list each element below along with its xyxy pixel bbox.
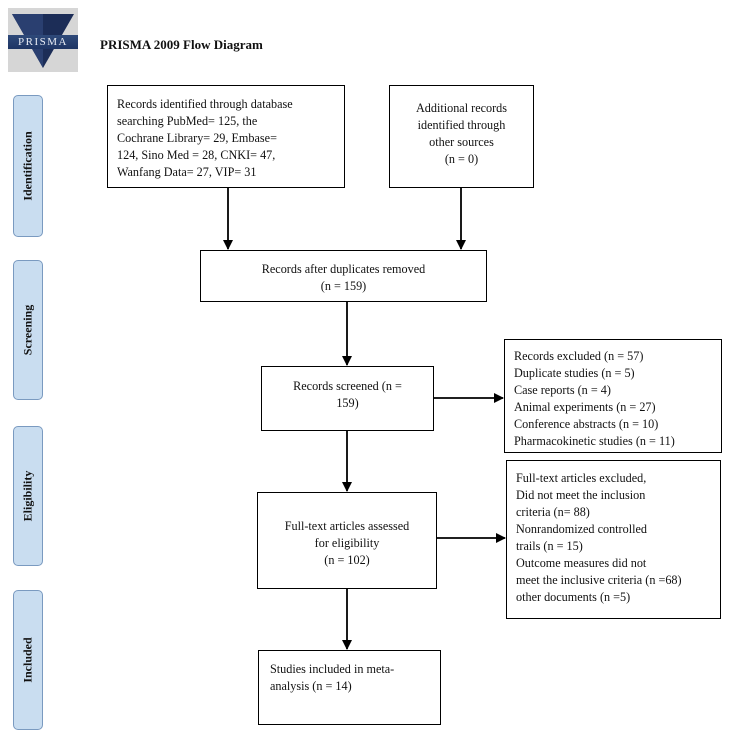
box-line: other sources (429, 135, 494, 149)
stage-identification: Identification (13, 95, 43, 237)
box-line: Full-text articles assessed (284, 519, 410, 533)
fulltext-assessed-box: Full-text articles assessed for eligibil… (257, 492, 437, 589)
stage-screening: Screening (13, 260, 43, 400)
box-line: 159) (336, 396, 359, 410)
box-line: criteria (n= 88) (516, 505, 590, 519)
stage-label: Identification (20, 131, 35, 201)
box-line: Additional records (415, 101, 508, 115)
stage-label: Screening (20, 304, 35, 356)
box-line: Conference abstracts (n = 10) (514, 417, 659, 431)
box-line: searching PubMed= 125, the (117, 114, 258, 128)
box-line: Wanfang Data= 27, VIP= 31 (117, 165, 257, 179)
stage-eligibility: Eligibility (13, 426, 43, 566)
box-line: Pharmacokinetic studies (n = 11) (514, 434, 675, 448)
box-line: Records identified through database (117, 97, 293, 111)
records-excluded-box: Records excluded (n = 57) Duplicate stud… (504, 339, 722, 453)
box-line: trails (n = 15) (516, 539, 583, 553)
box-line: Studies included in meta- (270, 662, 395, 676)
box-line: (n = 0) (444, 152, 479, 166)
stage-included: Included (13, 590, 43, 730)
box-line: Animal experiments (n = 27) (514, 400, 656, 414)
stage-label: Eligibility (20, 470, 35, 522)
other-records-box: Additional records identified through ot… (389, 85, 534, 188)
box-line: Did not meet the inclusion (516, 488, 646, 502)
box-line: meet the inclusive criteria (n =68) (516, 573, 682, 587)
duplicates-removed-box: Records after duplicates removed (n = 15… (200, 250, 487, 302)
prisma-logo: PRISMA (8, 8, 78, 72)
logo-text: PRISMA (8, 35, 78, 49)
page-title: PRISMA 2009 Flow Diagram (100, 37, 263, 52)
box-line: (n = 102) (324, 553, 370, 567)
box-line: Duplicate studies (n = 5) (514, 366, 635, 380)
box-line: Records screened (n = (293, 379, 402, 393)
box-line: analysis (n = 14) (270, 679, 352, 693)
box-line: 124, Sino Med = 28, CNKI= 47, (117, 148, 276, 162)
studies-included-box: Studies included in meta- analysis (n = … (258, 650, 441, 725)
box-line: Records after duplicates removed (261, 262, 426, 276)
box-line: Outcome measures did not (516, 556, 647, 570)
box-line: Cochrane Library= 29, Embase= (117, 131, 277, 145)
records-screened-box: Records screened (n = 159) (261, 366, 434, 431)
box-line: for eligibility (314, 536, 380, 550)
database-records-box: Records identified through database sear… (107, 85, 345, 188)
box-line: other documents (n =5) (516, 590, 631, 604)
fulltext-excluded-box: Full-text articles excluded, Did not mee… (506, 460, 721, 619)
box-line: Case reports (n = 4) (514, 383, 611, 397)
box-line: Records excluded (n = 57) (514, 349, 644, 363)
box-line: identified through (417, 118, 506, 132)
box-line: Nonrandomized controlled (516, 522, 647, 536)
box-line: Full-text articles excluded, (516, 471, 647, 485)
stage-label: Included (20, 637, 35, 683)
box-line: (n = 159) (320, 279, 367, 293)
